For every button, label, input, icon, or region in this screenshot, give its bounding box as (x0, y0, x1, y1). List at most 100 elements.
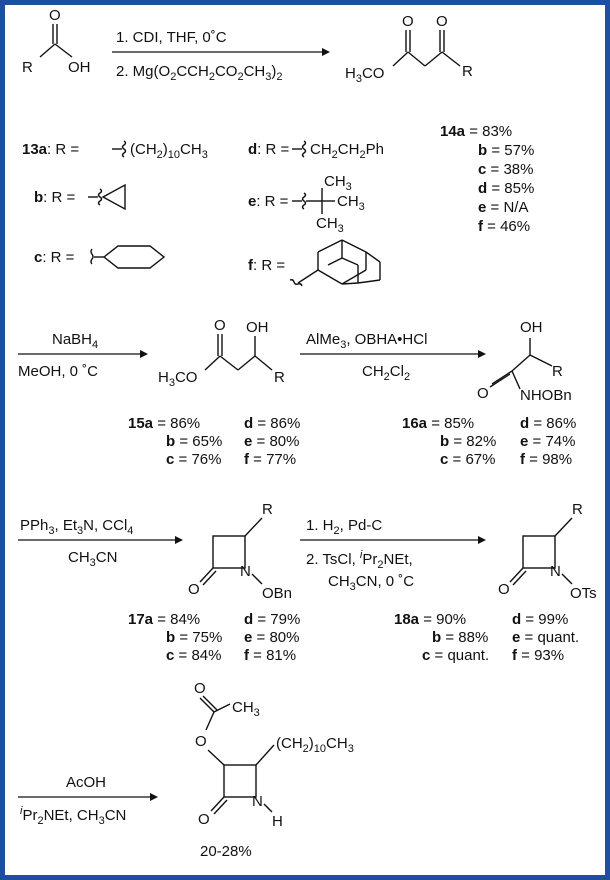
svg-text:R: R (552, 363, 563, 380)
svg-text:CH2CH2Ph: CH2CH2Ph (310, 141, 384, 161)
svg-text:H3CO: H3CO (158, 369, 197, 389)
acetoxy-beta-lactam-structure: O CH3 O (CH2)10CH3 O N H 20-28% (194, 680, 354, 860)
svg-text:O: O (214, 317, 226, 334)
svg-text:c = 67%: c = 67% (440, 451, 495, 468)
svg-text:13a: R =: 13a: R = (22, 141, 79, 158)
svg-text:CH3: CH3 (316, 215, 344, 235)
svg-text:OH: OH (246, 319, 269, 336)
svg-text:O: O (188, 581, 200, 598)
svg-text:CH3: CH3 (232, 699, 260, 719)
svg-text:c = quant.: c = quant. (422, 647, 489, 664)
ester-h3co: H3CO (345, 65, 384, 85)
svg-text:b = 65%: b = 65% (166, 433, 222, 450)
svg-text:b = 57%: b = 57% (478, 142, 534, 159)
svg-text:N: N (550, 563, 561, 580)
svg-text:CH3: CH3 (324, 173, 352, 193)
svg-text:d: R =: d: R = (248, 141, 290, 158)
yields-14: 14a = 83% b = 57% c = 38% d = 85% e = N/… (440, 123, 534, 235)
svg-text:c: R =: c: R = (34, 249, 75, 266)
svg-text:O: O (498, 581, 510, 598)
acid-r: R (22, 59, 33, 76)
svg-text:18a = 90%: 18a = 90% (394, 611, 466, 628)
step3-cond: CH2Cl2 (362, 363, 410, 383)
r-group-e: e: R = CH3 CH3 CH3 (248, 173, 365, 235)
yields-16: 16a = 85% b = 82% c = 67% d = 86% e = 74… (402, 415, 576, 468)
svg-text:NHOBn: NHOBn (520, 387, 572, 404)
r-group-d: d: R = CH2CH2Ph (248, 140, 384, 161)
svg-text:R: R (262, 501, 273, 518)
step2-reagent: NaBH4 (52, 331, 98, 351)
acid-oh: OH (68, 59, 91, 76)
svg-text:OH: OH (520, 319, 543, 336)
r-group-c: c: R = (34, 245, 166, 269)
step2-cond: MeOH, 0 ˚C (18, 363, 98, 380)
svg-text:O: O (194, 680, 206, 697)
svg-text:R: R (572, 501, 583, 518)
svg-text:e = 80%: e = 80% (244, 433, 299, 450)
yields-18: 18a = 90% b = 88% c = quant. d = 99% e =… (394, 611, 579, 664)
svg-text:O: O (198, 811, 210, 828)
svg-text:15a = 86%: 15a = 86% (128, 415, 200, 432)
beta-lactam-obn-structure: R O N OBn (188, 501, 292, 602)
svg-text:b = 82%: b = 82% (440, 433, 496, 450)
step5-cond2: 2. TsCl, iPr2NEt, (306, 549, 413, 571)
step6-reagent: AcOH (66, 774, 106, 791)
r-group-a: 13a: R = (CH2)10CH3 (22, 140, 208, 161)
step1-cond2: 2. Mg(O2CCH2CO2CH3)2 (116, 63, 282, 83)
beta-keto-ester-structure: H3CO O O R (345, 13, 473, 85)
svg-text:H: H (272, 813, 283, 830)
svg-text:d = 79%: d = 79% (244, 611, 300, 628)
hydroxamate-structure: OH R O NHOBn (477, 319, 572, 404)
svg-text:CH3: CH3 (337, 193, 365, 213)
svg-text:N: N (240, 563, 251, 580)
svg-text:f = 46%: f = 46% (478, 218, 530, 235)
yields-17: 17a = 84% b = 75% c = 84% d = 79% e = 80… (128, 611, 300, 664)
svg-text:(CH2)10CH3: (CH2)10CH3 (276, 735, 354, 755)
step6-cond: iPr2NEt, CH3CN (20, 805, 126, 827)
step3-arrow (300, 350, 486, 358)
svg-text:OTs: OTs (570, 585, 597, 602)
svg-text:d = 99%: d = 99% (512, 611, 568, 628)
svg-text:OBn: OBn (262, 585, 292, 602)
r-group-f: f: R = (248, 239, 381, 287)
svg-text:b = 75%: b = 75% (166, 629, 222, 646)
step4-cond: CH3CN (68, 549, 117, 569)
svg-text:c = 76%: c = 76% (166, 451, 221, 468)
svg-text:14a = 83%: 14a = 83% (440, 123, 512, 140)
svg-text:c = 38%: c = 38% (478, 161, 533, 178)
step6-yield: 20-28% (200, 843, 252, 860)
step5-arrow (300, 536, 486, 544)
step5-cond1: 1. H2, Pd-C (306, 517, 382, 537)
svg-text:e = 74%: e = 74% (520, 433, 575, 450)
step4-arrow (18, 536, 183, 544)
svg-text:d = 85%: d = 85% (478, 180, 534, 197)
ester-o1: O (402, 13, 414, 30)
beta-lactam-ots-structure: R O N OTs (498, 501, 597, 602)
step6-arrow (18, 793, 158, 801)
svg-text:b = 88%: b = 88% (432, 629, 488, 646)
svg-text:f = 93%: f = 93% (512, 647, 564, 664)
svg-text:(CH2)10CH3: (CH2)10CH3 (130, 141, 208, 161)
ester-r: R (462, 63, 473, 80)
svg-text:e = 80%: e = 80% (244, 629, 299, 646)
svg-text:f: R =: f: R = (248, 257, 285, 274)
carboxylic-acid-structure: O R OH (22, 7, 91, 76)
svg-text:e = N/A: e = N/A (478, 199, 528, 216)
r-group-b: b: R = (34, 183, 126, 211)
svg-text:16a = 85%: 16a = 85% (402, 415, 474, 432)
svg-text:O: O (195, 733, 207, 750)
step1-arrow (112, 48, 330, 56)
yields-15: 15a = 86% b = 65% c = 76% d = 86% e = 80… (128, 415, 300, 468)
step4-reagent: PPh3, Et3N, CCl4 (20, 517, 133, 537)
svg-text:f = 98%: f = 98% (520, 451, 572, 468)
step2-arrow (18, 350, 148, 358)
acid-carbonyl-o: O (49, 7, 61, 24)
hydroxy-ester-structure: H3CO O OH R (158, 317, 285, 389)
svg-text:O: O (477, 385, 489, 402)
svg-text:f = 81%: f = 81% (244, 647, 296, 664)
step5-cond3: CH3CN, 0 ˚C (328, 573, 414, 593)
svg-text:d = 86%: d = 86% (244, 415, 300, 432)
svg-text:e: R =: e: R = (248, 193, 289, 210)
